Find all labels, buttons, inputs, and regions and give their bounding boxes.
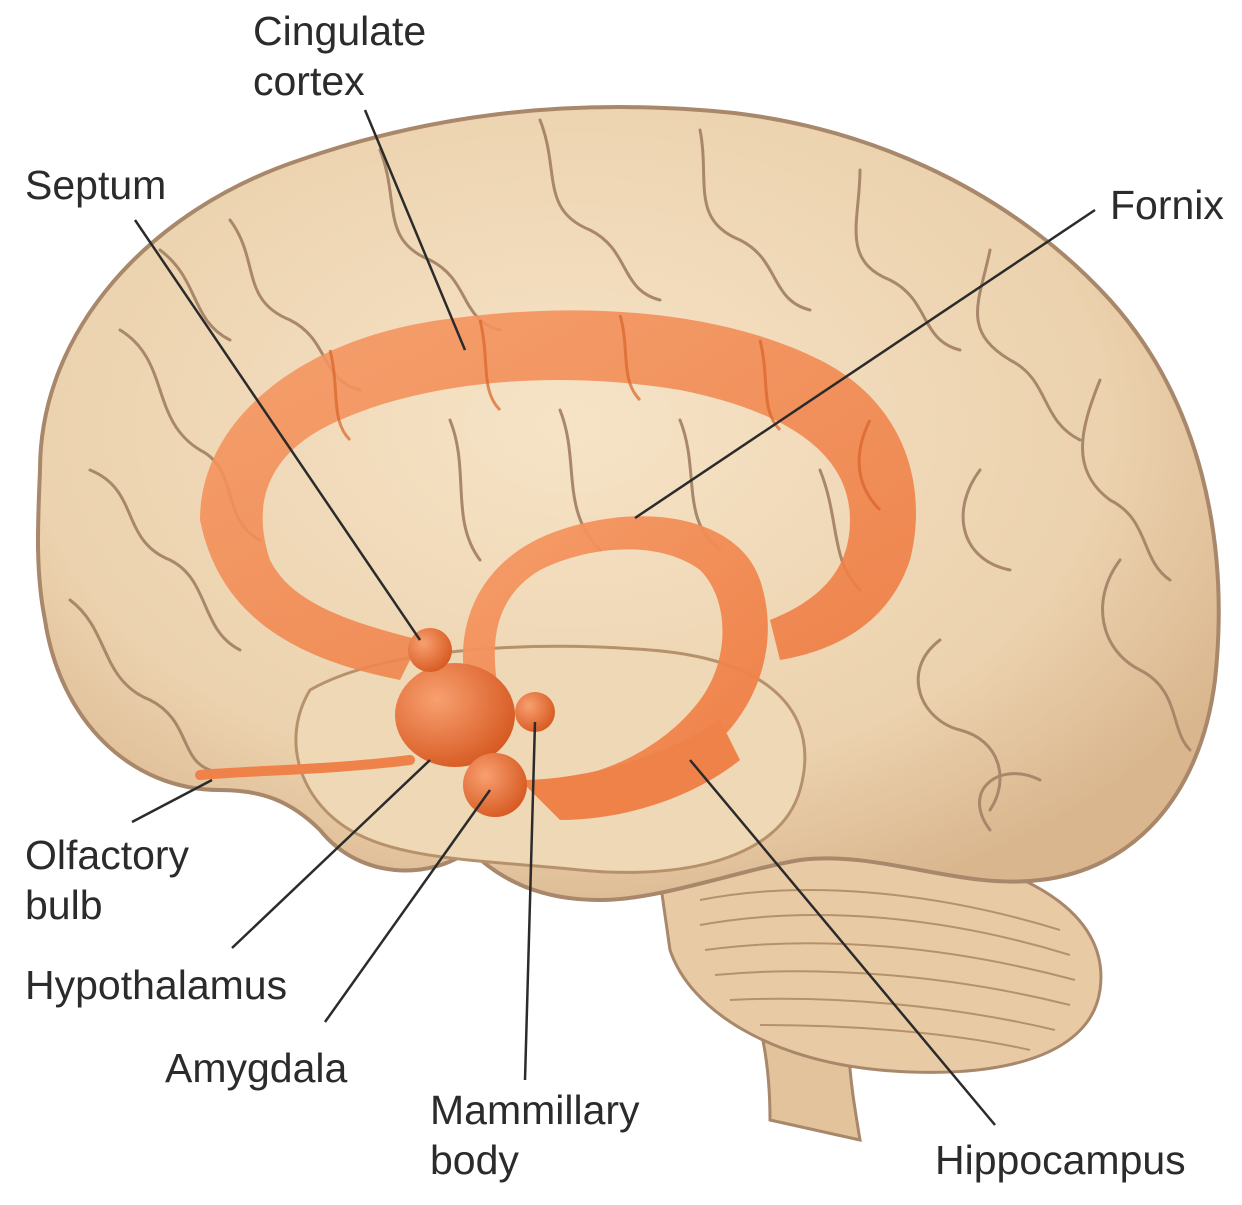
label-olfactory-bulb: Olfactory bulb <box>25 832 190 928</box>
leader-cingulate <box>363 109 467 351</box>
fornix-arc <box>462 516 768 810</box>
leader-amygdala <box>323 789 492 1023</box>
cingulate-band <box>200 310 916 680</box>
amygdala <box>463 753 527 817</box>
cingulate-band-sulci <box>328 314 882 512</box>
label-hypothalamus: Hypothalamus <box>25 962 288 1008</box>
cerebellum-folia <box>699 889 1076 1051</box>
label-cingulate-cortex: Cingulate cortex <box>253 8 427 104</box>
label-mammillary-body: Mammillary body <box>430 1087 640 1183</box>
leader-lines <box>131 109 1096 1126</box>
leader-mammillary <box>523 721 537 1081</box>
label-hippocampus: Hippocampus <box>935 1137 1186 1183</box>
label-amygdala: Amygdala <box>165 1045 348 1091</box>
leader-hippocampus <box>689 759 996 1126</box>
label-fornix: Fornix <box>1110 182 1224 228</box>
olfactory-tract <box>195 755 415 780</box>
leader-fornix <box>634 208 1096 520</box>
cortical-sulci <box>68 118 1192 832</box>
hypothalamus <box>395 663 515 767</box>
mammillary-body <box>515 692 555 732</box>
leader-olfactory <box>131 778 213 824</box>
leader-septum <box>133 219 422 641</box>
leader-hypothalamus <box>231 759 431 949</box>
label-septum: Septum <box>25 162 167 208</box>
hippocampus-body <box>520 720 740 820</box>
septum-nucleus <box>408 628 452 672</box>
